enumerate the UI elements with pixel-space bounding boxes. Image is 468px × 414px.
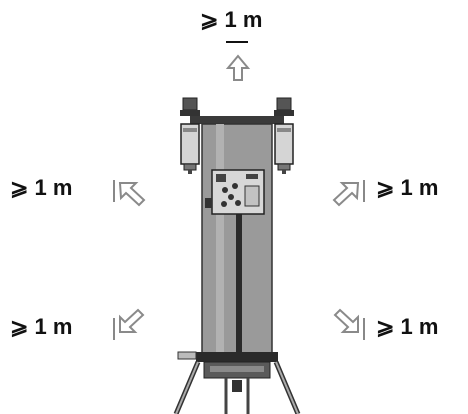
clearance-right-upper-label: ⩾ 1 m bbox=[376, 175, 439, 200]
clearance-top-label: ⩾ 1 m bbox=[200, 7, 263, 32]
arrow-down-right-icon bbox=[333, 308, 359, 333]
left-filter bbox=[180, 97, 200, 174]
dryer-unit bbox=[173, 116, 301, 414]
clearance-left-upper-label: ⩾ 1 m bbox=[10, 175, 73, 200]
arrow-up-right-icon bbox=[332, 182, 360, 207]
arrow-up-left-icon bbox=[118, 182, 146, 207]
arrow-up-icon bbox=[225, 54, 251, 81]
clearance-right-lower-label: ⩾ 1 m bbox=[376, 314, 439, 339]
right-filter bbox=[274, 97, 294, 174]
clearance-left-lower-label: ⩾ 1 m bbox=[10, 314, 73, 339]
control-box bbox=[205, 169, 265, 215]
arrow-down-left-icon bbox=[119, 308, 145, 333]
